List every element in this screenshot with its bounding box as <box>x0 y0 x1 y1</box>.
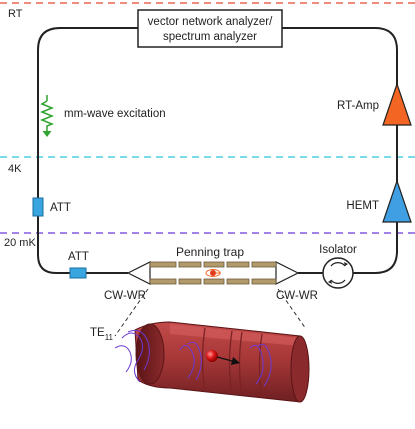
att-upper-label: ATT <box>50 202 71 214</box>
penning-trap-label: Penning trap <box>176 245 244 259</box>
isolator-label: Isolator <box>319 244 357 256</box>
4k-stage-label: 4K <box>8 163 22 175</box>
arrow-down-icon <box>42 131 52 137</box>
isolator-circulator-icon <box>322 257 354 289</box>
excitation-label: mm-wave excitation <box>64 108 166 120</box>
te11-mode-subscript: 11 <box>105 333 114 342</box>
hemt-triangle <box>382 179 412 223</box>
waveguide-cutaway <box>134 321 310 403</box>
att-lower-label: ATT <box>68 251 89 263</box>
analyzer-label-line2: spectrum analyzer <box>163 31 257 43</box>
zoom-guide-left <box>114 288 149 337</box>
te11-mode-label: TE11 <box>90 327 114 342</box>
rt-stage-label: RT <box>8 8 23 20</box>
left-cw-wr-transition <box>126 261 151 285</box>
hemt-label: HEMT <box>346 200 379 212</box>
electron-icon <box>205 269 221 277</box>
analyzer-box <box>137 9 283 48</box>
te11-field-pattern <box>114 329 272 387</box>
penning-trap-electrodes <box>149 261 277 285</box>
signal-loop-left <box>37 27 138 274</box>
zoom-guide-right <box>277 288 307 330</box>
trapped-particle-icon <box>206 350 241 365</box>
rt-amp-label: RT-Amp <box>337 100 379 112</box>
rt-amp-triangle <box>382 82 412 126</box>
cw-wr-right-label: CW-WR <box>276 290 318 302</box>
analyzer-label-line1: vector network analyzer/ <box>148 16 273 28</box>
20mk-stage-label: 20 mK <box>4 237 36 249</box>
right-cw-wr-transition <box>275 261 300 285</box>
att-lower-box <box>69 267 87 279</box>
signal-loop-right <box>282 27 398 274</box>
cw-wr-left-label: CW-WR <box>104 290 146 302</box>
att-upper-box <box>32 197 44 217</box>
mm-wave-excitation-symbol <box>39 95 55 131</box>
